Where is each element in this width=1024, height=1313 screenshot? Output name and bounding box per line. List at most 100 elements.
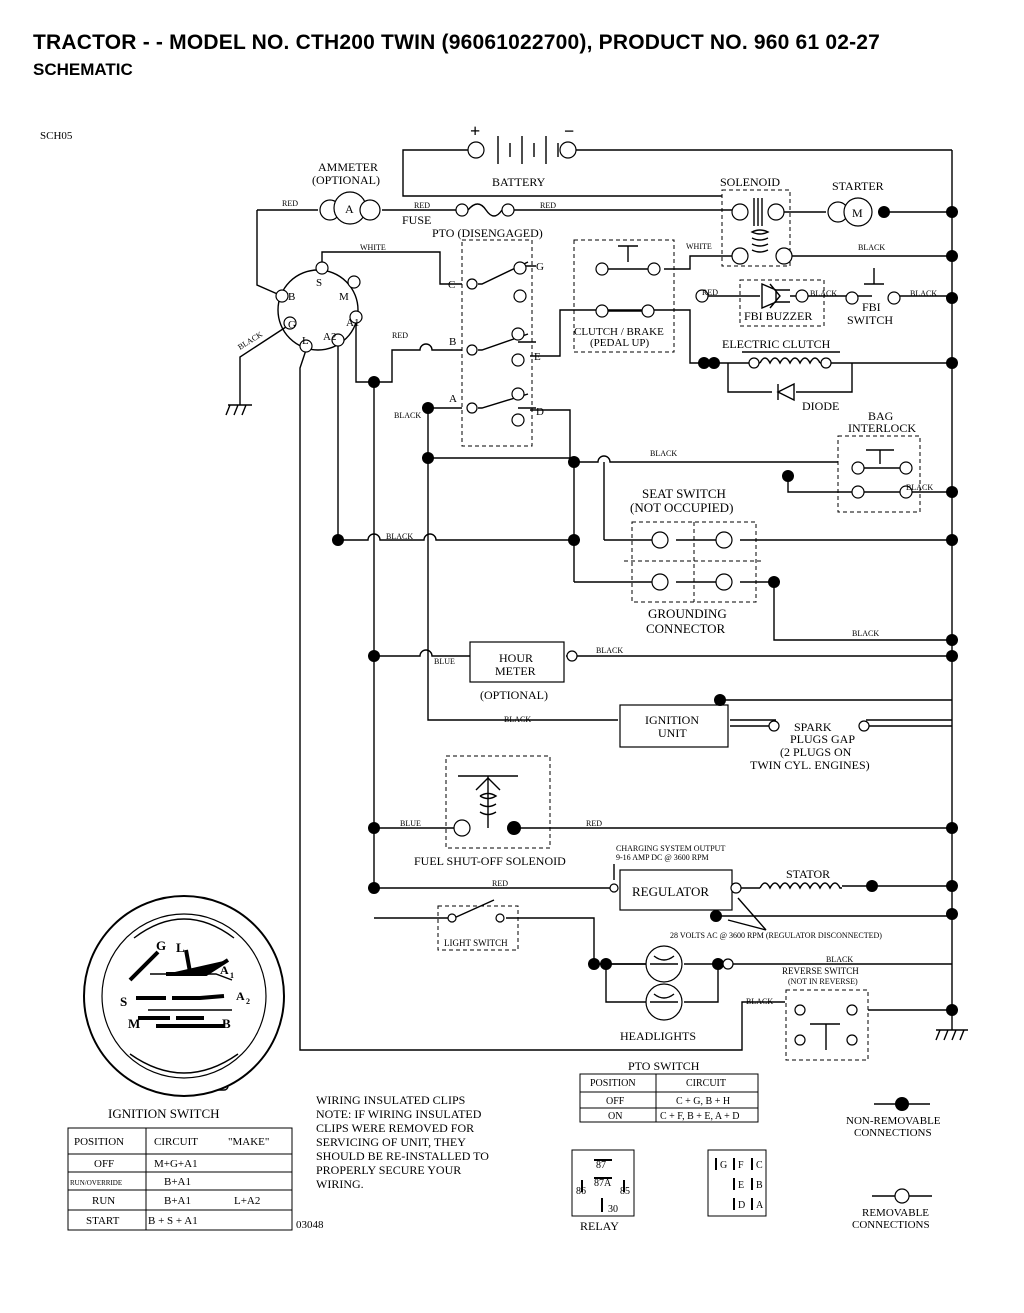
stator-coil-icon [759,882,842,890]
svg-text:RED: RED [586,819,602,828]
bag-interlock-label: BAG [868,409,894,423]
ign-pin-s: S [120,994,127,1009]
document-number: 03048 [296,1219,324,1231]
relay-label: RELAY [580,1219,619,1233]
charging-output-label: CHARGING SYSTEM OUTPUT [616,844,725,853]
relay-pin-30: 30 [608,1204,618,1215]
starter-motor-icon [843,197,873,227]
non-removable-connection-dots [332,206,958,1016]
ign-pin-m: M [128,1016,140,1031]
svg-text:WIRING.: WIRING. [316,1177,364,1191]
wiring-clips-note: WIRING INSULATED CLIPS NOTE: IF WIRING I… [316,1093,489,1191]
pto-row-2-position: ON [608,1111,622,1122]
svg-text:WHITE: WHITE [360,243,386,252]
svg-text:M: M [339,291,349,303]
ign-pin-l: L [176,940,185,955]
pto-switch-table [579,1073,759,1123]
fbi-switch-label: FBI [862,300,881,314]
svg-text:G: G [288,319,296,331]
charging-output-spec: 9-16 AMP DC @ 3600 RPM [616,853,709,862]
clutch-brake-box [573,239,675,353]
component-outlines [437,189,921,1061]
relay-pin-85: 85 [620,1186,630,1197]
pto-table-header-circuit: CIRCUIT [686,1078,726,1089]
ignition-switch-face [83,895,285,1097]
svg-text:BLACK: BLACK [906,483,933,492]
page-title: TRACTOR - - MODEL NO. CTH200 TWIN (96061… [33,31,881,54]
relay-pin-86: 86 [576,1186,586,1197]
svg-text:RED: RED [414,201,430,210]
regulator-label: REGULATOR [632,884,709,899]
battery-plus-terminal [467,141,485,159]
fuel-solenoid-coil-icon [475,777,501,816]
svg-text:G: G [536,261,544,273]
clutch-brake-label: CLUTCH / BRAKE [574,326,664,338]
svg-text:B: B [449,336,456,348]
hour-meter-label-2: METER [495,664,536,678]
svg-text:NOTE: IF WIRING INSULATED: NOTE: IF WIRING INSULATED [316,1107,482,1121]
fbi-buzzer-label: FBI BUZZER [744,309,812,323]
svg-text:RED: RED [282,199,298,208]
regulator-box [619,869,733,911]
svg-text:A: A [449,393,457,405]
svg-text:BLACK: BLACK [810,289,837,298]
ign-table-header-make: "MAKE" [228,1136,269,1148]
wires [225,136,968,1051]
fbi-buzzer-box [739,279,825,327]
ignition-switch-table [67,1127,293,1231]
relay-pin-87: 87 [596,1160,606,1171]
fuse-label: FUSE [402,213,431,227]
diode-icon [776,382,795,402]
svg-text:SERVICING OF UNIT, THEY: SERVICING OF UNIT, THEY [316,1135,466,1149]
ignition-unit-label: IGNITION [645,713,699,727]
ign-pin-a2: A [236,989,245,1003]
svg-text:C: C [448,279,455,291]
svg-text:BLACK: BLACK [746,997,773,1006]
svg-text:D: D [536,406,544,418]
pto-label: PTO (DISENGAGED) [432,226,543,240]
spark-plugs-label-1: SPARK [794,720,832,734]
ign-row-2-position: RUN/OVERRIDE [70,1179,122,1187]
svg-text:BLACK: BLACK [650,449,677,458]
svg-text:S: S [316,277,322,289]
diode-label: DIODE [802,399,839,413]
reverse-switch-label: REVERSE SWITCH [782,966,859,976]
svg-text:E: E [534,351,541,363]
svg-text:A1: A1 [346,317,359,329]
ammeter-symbol: A [345,202,354,216]
pto-conn-pin-b: B [756,1180,763,1191]
spark-plugs-label-4: TWIN CYL. ENGINES) [750,758,870,772]
solenoid-coil-icon [750,229,770,253]
svg-text:A2: A2 [323,331,336,343]
ignition-unit-box [619,704,729,748]
reverse-switch-state: (NOT IN REVERSE) [788,977,858,986]
solenoid-box [721,189,791,267]
battery-plus-sign: + [470,121,480,141]
light-switch-box [437,905,519,951]
ign-pin-g: G [156,938,166,953]
svg-text:BLACK: BLACK [504,715,531,724]
pto-conn-pin-g: G [720,1160,727,1171]
legend-removable: REMOVABLE [862,1207,929,1219]
svg-text:WHITE: WHITE [686,242,712,251]
seat-switch-label: SEAT SWITCH [642,486,726,501]
spark-plugs-label-2: PLUGS GAP [790,732,855,746]
legend-removable-2: CONNECTIONS [852,1219,930,1231]
ign-row-1-position: OFF [94,1158,114,1170]
svg-text:BLACK: BLACK [910,289,937,298]
hour-meter-box [469,641,565,683]
legend-non-removable: NON-REMOVABLE [846,1115,941,1127]
ign-pin-b: B [222,1016,231,1031]
ign-row-3-circuit: B+A1 [164,1195,191,1207]
non-removable-connection-icon [895,1097,909,1111]
clutch-brake-pedal-label: (PEDAL UP) [590,337,650,349]
svg-text:RED: RED [492,879,508,888]
svg-text:PROPERLY SECURE YOUR: PROPERLY SECURE YOUR [316,1163,461,1177]
fuel-solenoid-box [445,755,551,849]
svg-text:RED: RED [392,331,408,340]
svg-text:BLACK: BLACK [852,629,879,638]
starter-label: STARTER [832,179,884,193]
svg-text:1: 1 [230,971,234,980]
ignition-switch-label: IGNITION SWITCH [108,1106,220,1121]
